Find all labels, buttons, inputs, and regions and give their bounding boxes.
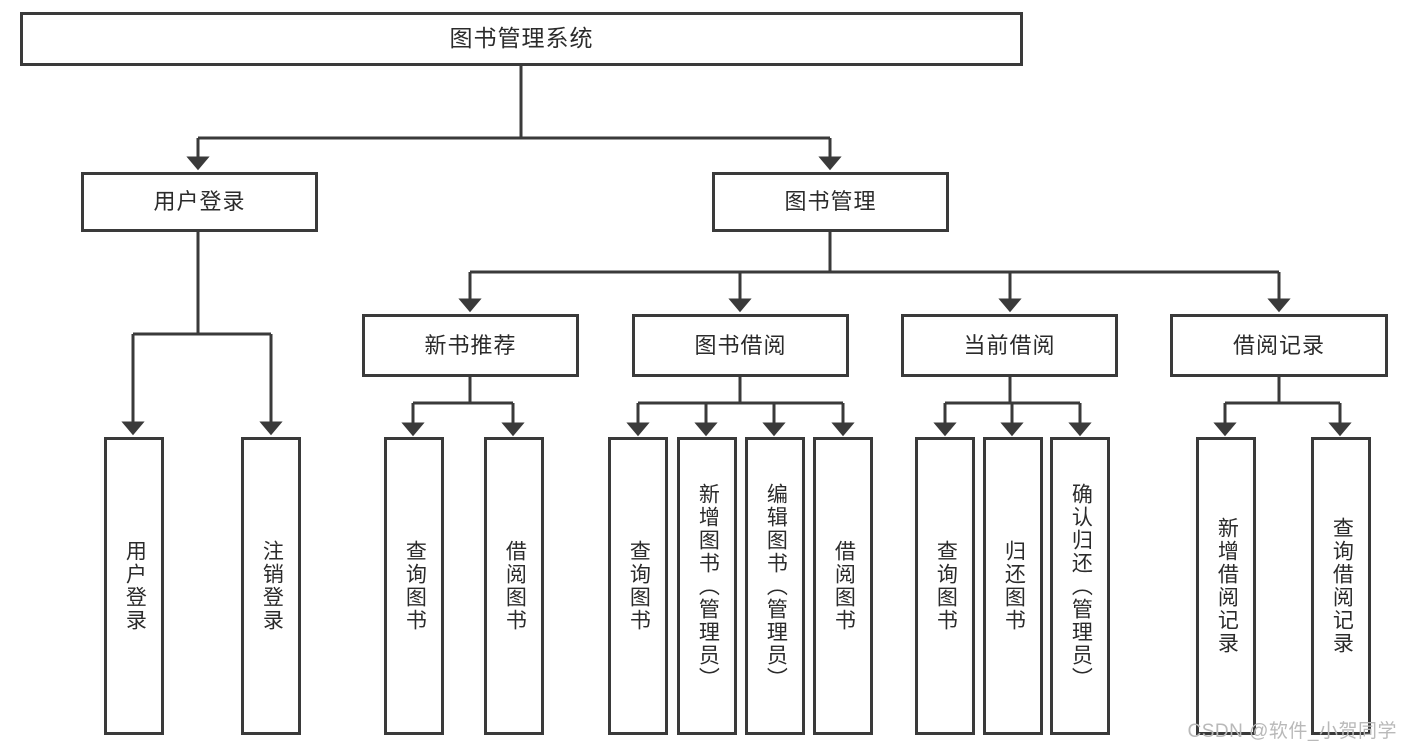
node-label: 当前借阅 xyxy=(963,332,1056,358)
node-label: 查询借阅记录 xyxy=(1330,517,1354,655)
leaf-return-book[interactable]: 归还图书 xyxy=(983,437,1043,735)
leaf-add-borrow-record[interactable]: 新增借阅记录 xyxy=(1196,437,1256,735)
node-label: 图书借阅 xyxy=(694,332,787,358)
node-new-book-recommend[interactable]: 新书推荐 xyxy=(362,314,579,377)
leaf-query-book-current[interactable]: 查询图书 xyxy=(915,437,975,735)
node-label: 借阅记录 xyxy=(1232,332,1325,358)
node-label: 归还图书 xyxy=(1002,540,1026,632)
leaf-query-book-recommend[interactable]: 查询图书 xyxy=(384,437,444,735)
leaf-confirm-return-admin[interactable]: 确认归还（管理员） xyxy=(1050,437,1110,735)
node-book-borrow[interactable]: 图书借阅 xyxy=(632,314,849,377)
node-label: 用户登录 xyxy=(153,189,246,215)
leaf-logout[interactable]: 注销登录 xyxy=(241,437,301,735)
node-borrow-records[interactable]: 借阅记录 xyxy=(1170,314,1388,377)
node-label: 查询图书 xyxy=(934,540,958,632)
node-label: 新书推荐 xyxy=(424,332,517,358)
node-label: 新增图书（管理员） xyxy=(696,482,720,690)
node-label: 新增借阅记录 xyxy=(1215,517,1239,655)
leaf-borrow-book-recommend[interactable]: 借阅图书 xyxy=(484,437,544,735)
leaf-add-book-admin[interactable]: 新增图书（管理员） xyxy=(677,437,737,735)
leaf-edit-book-admin[interactable]: 编辑图书（管理员） xyxy=(745,437,805,735)
node-label: 确认归还（管理员） xyxy=(1069,482,1093,690)
node-label: 注销登录 xyxy=(260,540,284,632)
node-root-system[interactable]: 图书管理系统 xyxy=(20,12,1023,66)
csdn-watermark: CSDN @软件_小贺同学 xyxy=(1187,721,1397,742)
node-label: 借阅图书 xyxy=(832,540,856,632)
node-label: 查询图书 xyxy=(627,540,651,632)
leaf-borrow-book[interactable]: 借阅图书 xyxy=(813,437,873,735)
node-label: 用户登录 xyxy=(123,540,147,632)
node-book-management[interactable]: 图书管理 xyxy=(712,172,949,232)
node-current-borrow[interactable]: 当前借阅 xyxy=(901,314,1118,377)
node-label: 查询图书 xyxy=(403,540,427,632)
node-label: 编辑图书（管理员） xyxy=(764,482,788,690)
leaf-query-borrow-record[interactable]: 查询借阅记录 xyxy=(1311,437,1371,735)
node-label: 图书管理 xyxy=(784,189,877,215)
node-label: 图书管理系统 xyxy=(449,25,594,52)
node-label: 借阅图书 xyxy=(503,540,527,632)
leaf-user-login[interactable]: 用户登录 xyxy=(104,437,164,735)
node-user-login[interactable]: 用户登录 xyxy=(81,172,318,232)
leaf-query-book-borrow[interactable]: 查询图书 xyxy=(608,437,668,735)
